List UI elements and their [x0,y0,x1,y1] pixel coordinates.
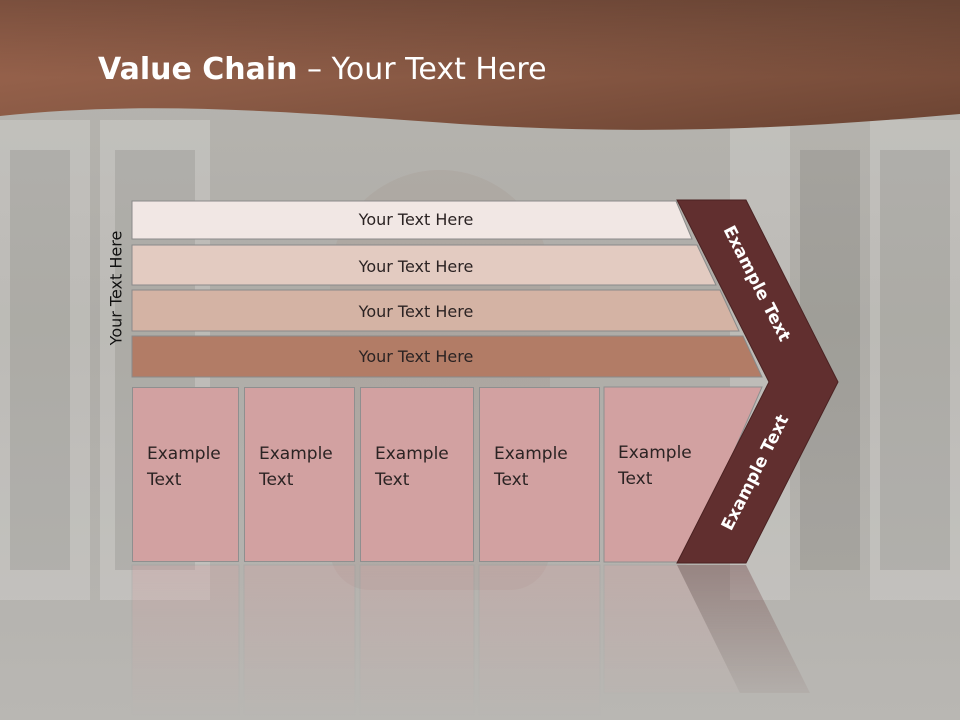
title-bold: Value Chain [98,52,298,87]
box-5[interactable]: Example Text [604,387,714,562]
box-4[interactable]: Example Text [479,387,600,562]
bar-1-label: Your Text Here [358,210,474,229]
slide-title: Value Chain – Your Text Here [98,52,547,87]
bar-3-label: Your Text Here [358,302,474,321]
header-band [0,0,960,130]
bar-1[interactable]: Your Text Here [131,200,693,240]
reflection [0,563,960,720]
box-3[interactable]: Example Text [360,387,474,562]
title-rest: – Your Text Here [297,52,547,87]
box-1-label: Example Text [147,444,221,490]
box-3-label: Example Text [375,444,449,490]
box-2-label: Example Text [259,444,333,490]
bar-2[interactable]: Your Text Here [131,244,717,286]
bar-3[interactable]: Your Text Here [131,289,740,332]
box-1[interactable]: Example Text [132,387,239,562]
bar-2-label: Your Text Here [358,257,474,276]
box-4-label: Example Text [494,444,568,490]
bar-4[interactable]: Your Text Here [131,335,763,378]
box-5-label: Example Text [618,443,692,489]
box-2[interactable]: Example Text [244,387,355,562]
bar-4-label: Your Text Here [358,347,474,366]
